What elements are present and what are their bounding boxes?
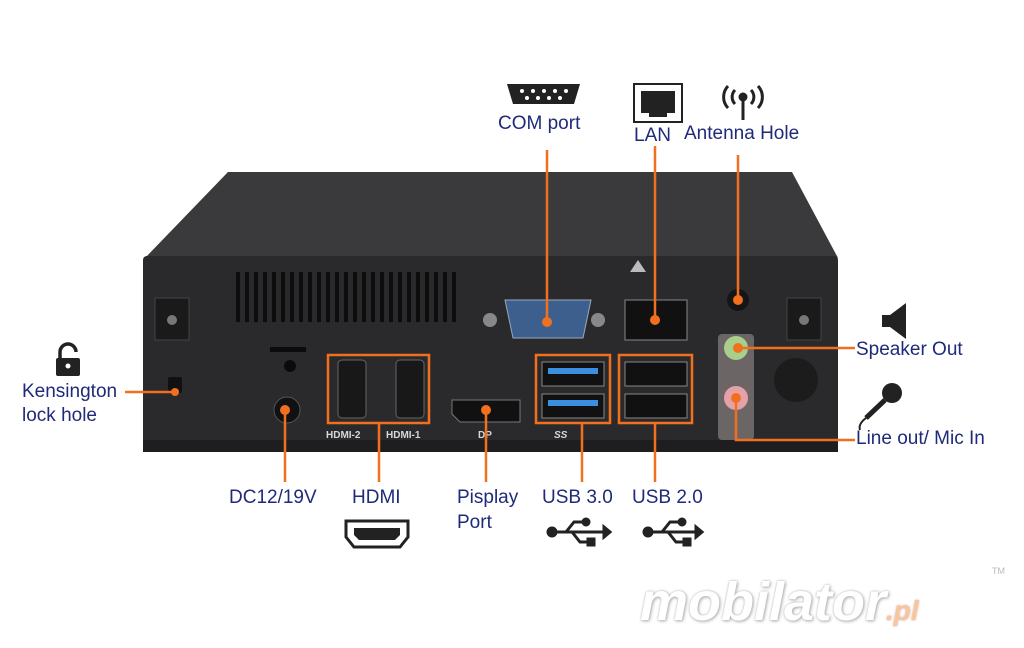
vent-slot <box>335 272 339 322</box>
print-hdmi1: HDMI-1 <box>386 430 421 441</box>
vent-slot <box>254 272 258 322</box>
vent-slot <box>353 272 357 322</box>
vent-slot <box>245 272 249 322</box>
speaker-icon <box>882 303 906 339</box>
vent-slot <box>434 272 438 322</box>
label-antenna-hole: Antenna Hole <box>684 123 800 144</box>
label-hdmi: HDMI <box>352 487 401 508</box>
vent-slot <box>344 272 348 322</box>
vent-slot <box>389 272 393 322</box>
device-top <box>145 172 838 258</box>
lan-icon <box>633 83 683 123</box>
vent-slot <box>407 272 411 322</box>
vent-slot <box>263 272 267 322</box>
label-usb2: USB 2.0 <box>632 487 703 508</box>
watermark-text: mobilator <box>640 572 887 632</box>
usb-icon-3 <box>546 517 613 547</box>
vent-slot <box>371 272 375 322</box>
label-kensington: Kensington <box>22 381 118 402</box>
vent-grille <box>236 272 456 322</box>
vent-slot <box>272 272 276 322</box>
com-port-icon <box>507 84 580 104</box>
vent-slot <box>416 272 420 322</box>
antenna-icon <box>722 84 764 120</box>
vent-slot <box>452 272 456 322</box>
vent-slot <box>308 272 312 322</box>
label-usb3: USB 3.0 <box>542 487 613 508</box>
kensington-slot <box>168 377 182 393</box>
usb-icon-2 <box>642 517 705 547</box>
label-com-port: COM port <box>498 113 581 134</box>
print-ss: SS <box>554 430 568 441</box>
lock-open-icon <box>56 342 80 376</box>
label-speaker-out: Speaker Out <box>856 339 963 360</box>
vent-slot <box>362 272 366 322</box>
watermark-logo: mobilator.pl <box>640 572 919 641</box>
vent-slot <box>326 272 330 322</box>
vent-slot <box>398 272 402 322</box>
vent-slot <box>443 272 447 322</box>
vent-slot <box>236 272 240 322</box>
hdmi-icon <box>344 519 410 549</box>
label-lan: LAN <box>634 125 671 146</box>
label-dc: DC12/19V <box>229 487 317 508</box>
label-line-out-mic-in: Line out/ Mic In <box>856 428 985 449</box>
watermark-tm: TM <box>992 566 1005 576</box>
print-hdmi2: HDMI-2 <box>326 430 361 441</box>
vent-slot <box>299 272 303 322</box>
vent-slot <box>281 272 285 322</box>
vent-slot <box>380 272 384 322</box>
microphone-icon <box>858 383 902 431</box>
label-lock-hole: lock hole <box>22 405 97 426</box>
label-display-port-1: Pisplay <box>457 487 519 508</box>
label-display-port-2: Port <box>457 512 492 533</box>
callouts <box>125 146 855 482</box>
vent-slot <box>290 272 294 322</box>
vent-slot <box>317 272 321 322</box>
watermark-suffix: .pl <box>886 595 919 626</box>
vent-slot <box>425 272 429 322</box>
